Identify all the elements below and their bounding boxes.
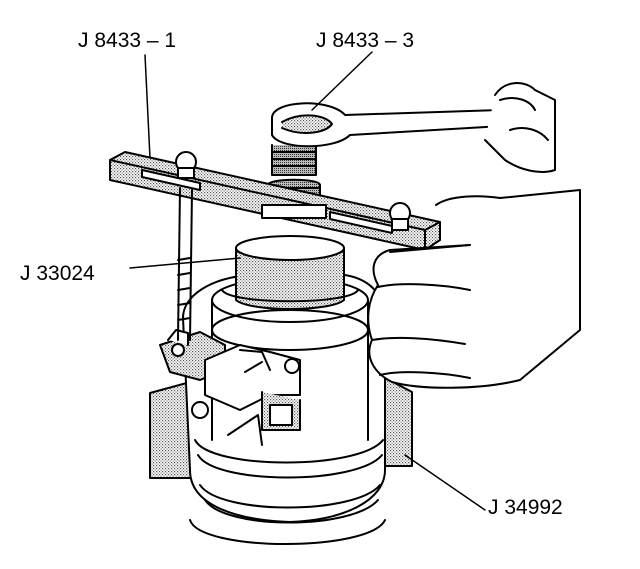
puller-bar bbox=[109, 151, 441, 251]
hand-upper bbox=[484, 82, 556, 173]
callout-spacer: J 33024 bbox=[20, 262, 95, 285]
callout-puller-bar: J 8433 – 1 bbox=[78, 29, 177, 52]
compressor-body bbox=[159, 274, 386, 545]
callout-wrench: J 8433 – 3 bbox=[316, 29, 415, 52]
wrench bbox=[271, 102, 523, 148]
hand-lower bbox=[367, 189, 581, 389]
spacer-cylinder bbox=[221, 235, 359, 310]
leader-lines bbox=[129, 51, 486, 511]
callout-holding-fixture: J 34992 bbox=[488, 496, 563, 519]
